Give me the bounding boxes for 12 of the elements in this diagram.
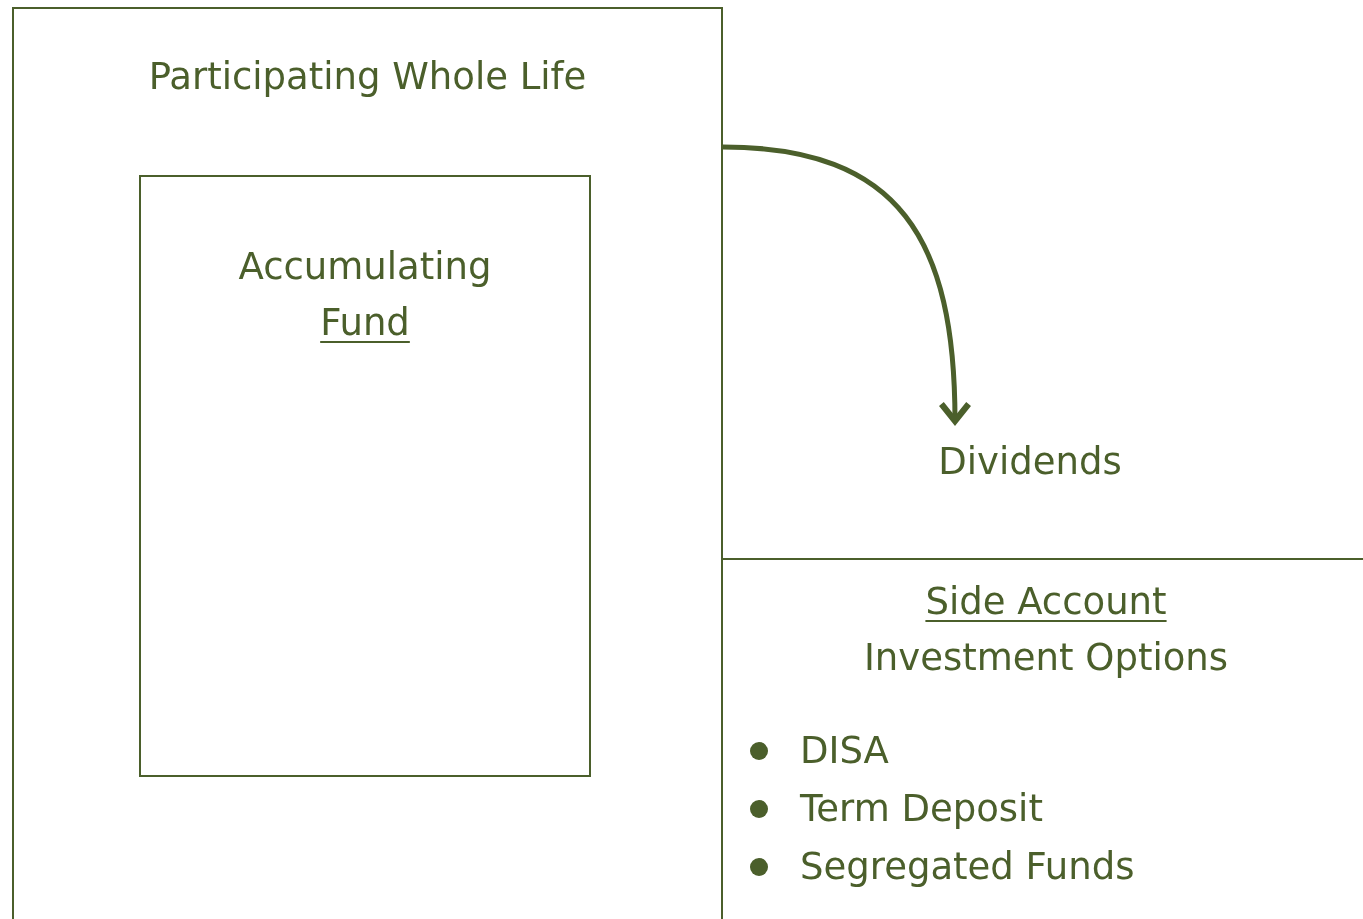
container-box xyxy=(12,7,723,919)
box-title: Participating Whole Life xyxy=(148,54,587,100)
panel-heading: Side Account xyxy=(925,579,1167,625)
box-title: Accumulating xyxy=(238,244,492,290)
box-title: Fund xyxy=(320,299,410,346)
curved-arrow xyxy=(722,144,972,425)
bullet-item: Term Deposit xyxy=(750,780,1135,838)
bullet-item: Segregated Funds xyxy=(750,838,1135,896)
bullet-item: DISA xyxy=(750,722,1135,780)
panel-heading: Investment Options xyxy=(863,634,1229,681)
container-box xyxy=(139,175,591,777)
node-label: Dividends xyxy=(938,439,1122,486)
